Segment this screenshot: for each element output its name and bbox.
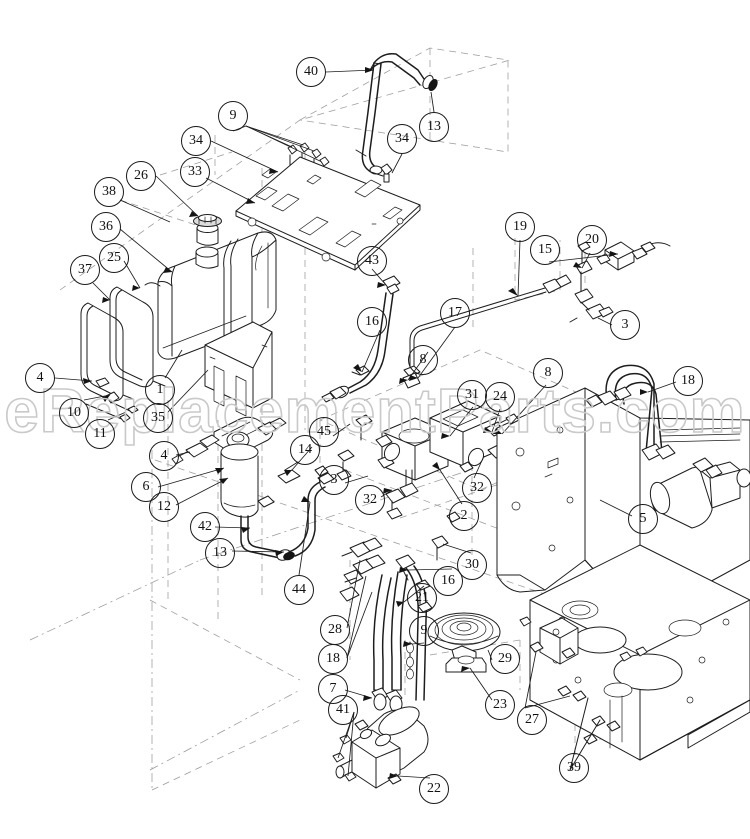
callout-13b[interactable]: 13 [205, 538, 235, 568]
callout-36[interactable]: 36 [91, 212, 121, 242]
valve-manifold-assembly [336, 400, 519, 581]
callout-17[interactable]: 17 [440, 298, 470, 328]
callout-10[interactable]: 10 [59, 398, 89, 428]
callout-40[interactable]: 40 [296, 57, 326, 87]
callout-28[interactable]: 28 [320, 615, 350, 645]
callout-8b[interactable]: 8 [533, 358, 563, 388]
hydraulic-pump [332, 706, 429, 789]
callout-13a[interactable]: 13 [419, 112, 449, 142]
callout-32a[interactable]: 32 [355, 485, 385, 515]
oil-filter-assembly [171, 321, 287, 518]
linkage-hardware [519, 616, 648, 771]
callout-31[interactable]: 31 [457, 380, 487, 410]
tank-mounting-straps [80, 282, 166, 423]
callout-12[interactable]: 12 [149, 492, 179, 522]
callout-3a[interactable]: 3 [610, 310, 640, 340]
callout-38[interactable]: 38 [94, 177, 124, 207]
callout-42[interactable]: 42 [190, 512, 220, 542]
callout-27[interactable]: 27 [517, 705, 547, 735]
callout-21[interactable]: 21 [407, 583, 437, 613]
callout-29[interactable]: 29 [490, 644, 520, 674]
callout-41[interactable]: 41 [328, 695, 358, 725]
pulley-and-coupling [427, 612, 501, 673]
callout-16a[interactable]: 16 [357, 307, 387, 337]
callout-9b[interactable]: 9 [409, 616, 439, 646]
callout-2[interactable]: 2 [449, 501, 479, 531]
callout-30[interactable]: 30 [457, 550, 487, 580]
callout-3b[interactable]: 3 [319, 465, 349, 495]
callout-45[interactable]: 45 [309, 417, 339, 447]
callout-44[interactable]: 44 [284, 575, 314, 605]
callout-11[interactable]: 11 [85, 419, 115, 449]
suction-hose [321, 275, 401, 403]
callout-5[interactable]: 5 [628, 504, 658, 534]
callout-43[interactable]: 43 [357, 246, 387, 276]
callout-19[interactable]: 19 [505, 212, 535, 242]
callout-15[interactable]: 15 [530, 235, 560, 265]
callout-18a[interactable]: 18 [673, 366, 703, 396]
callout-20[interactable]: 20 [577, 225, 607, 255]
right-hose-pair-and-motor [585, 364, 750, 529]
callout-37[interactable]: 37 [70, 255, 100, 285]
callout-14[interactable]: 14 [290, 435, 320, 465]
callout-1[interactable]: 1 [145, 375, 175, 405]
callout-8a[interactable]: 8 [408, 345, 438, 375]
callout-6[interactable]: 6 [131, 472, 161, 502]
callout-33[interactable]: 33 [180, 157, 210, 187]
callout-34a[interactable]: 34 [181, 126, 211, 156]
callout-24[interactable]: 24 [485, 382, 515, 412]
callout-16b[interactable]: 16 [433, 566, 463, 596]
callout-32b[interactable]: 32 [462, 473, 492, 503]
callout-9a[interactable]: 9 [218, 101, 248, 131]
callout-22[interactable]: 22 [419, 774, 449, 804]
callout-26[interactable]: 26 [126, 161, 156, 191]
callout-18b[interactable]: 18 [318, 644, 348, 674]
callout-25[interactable]: 25 [99, 243, 129, 273]
callout-39[interactable]: 39 [559, 753, 589, 783]
callout-4a[interactable]: 4 [25, 363, 55, 393]
callout-4b[interactable]: 4 [149, 441, 179, 471]
callout-35[interactable]: 35 [143, 403, 173, 433]
callout-23[interactable]: 23 [485, 690, 515, 720]
callout-34b[interactable]: 34 [387, 124, 417, 154]
